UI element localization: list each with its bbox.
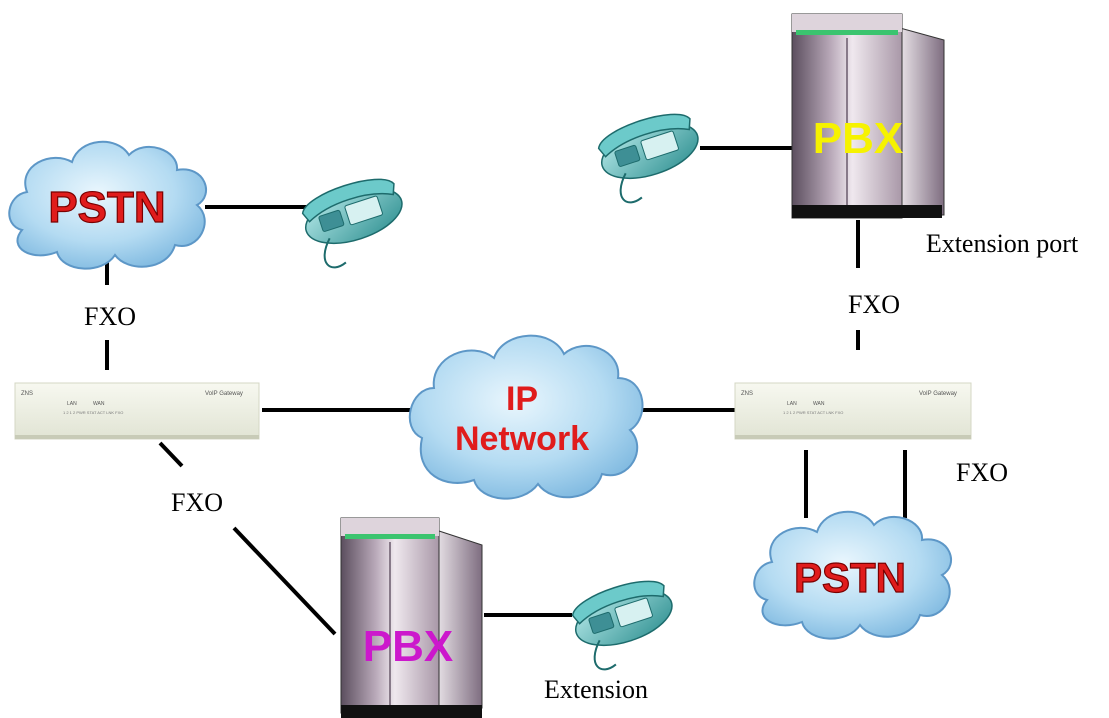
phone-icon [301, 178, 403, 269]
ip-network-label-line1: IP [506, 380, 538, 418]
pbx-top-side-panel [899, 27, 945, 216]
phone-icon [571, 580, 673, 671]
pstn-left-cloud: PSTN [8, 140, 208, 270]
pstn-right-cloud-shape [753, 510, 953, 640]
fxo-label-left-top: FXO [84, 302, 136, 331]
pbx-top-label: PBX [813, 114, 903, 163]
gateway-left-model: VoIP Gateway [205, 391, 243, 397]
ip-network-cloud-shape [408, 334, 644, 500]
extension-port-label: Extension port [926, 229, 1079, 258]
pbx-bottom-header-strip [341, 518, 439, 536]
gateway-left-brand: ZNS [21, 391, 33, 397]
gateway-right-model: VoIP Gateway [919, 391, 957, 397]
pbx-bottom: PBX [340, 517, 483, 718]
pbx-bottom-base [341, 705, 482, 718]
gateway-left-bottom-edge [15, 435, 259, 439]
gateway-right-bottom-edge [735, 435, 971, 439]
gateway-right-brand: ZNS [741, 391, 753, 397]
pbx-top-header-strip [792, 14, 902, 32]
phone-icon [597, 113, 699, 204]
link-gateway-left-fxo-upper [158, 441, 184, 468]
gateway-left: ZNS VoIP Gateway LAN WAN 1 2 1 2 PWR STA… [14, 382, 260, 440]
pbx-bottom-side-panel [435, 529, 483, 709]
link-gateway-left-fxo-lower [232, 526, 337, 636]
gateway-left-port-b: WAN [93, 401, 105, 407]
pbx-bottom-label: PBX [363, 622, 453, 671]
gateway-left-led-row: 1 2 1 2 PWR STAT ACT LNK FXO [63, 410, 123, 415]
pstn-left-cloud-shape [8, 140, 208, 270]
gateway-right-port-b: WAN [813, 401, 825, 407]
gateway-left-body [14, 382, 260, 440]
pbx-top-base [792, 205, 942, 218]
gateway-left-port-a: LAN [67, 401, 77, 407]
pstn-right-label: PSTN [794, 554, 906, 601]
gateway-right-port-a: LAN [787, 401, 797, 407]
pbx-bottom-green-strip [345, 534, 435, 539]
gateway-right: ZNS VoIP Gateway LAN WAN 1 2 1 2 PWR STA… [734, 382, 972, 440]
gateway-right-led-row: 1 2 1 2 PWR STAT ACT LNK FXO [783, 410, 843, 415]
pbx-top: PBX [791, 13, 945, 219]
fxo-label-right-top: FXO [848, 290, 900, 319]
ip-network-cloud: IP Network [408, 334, 644, 500]
fxo-label-right-bottom: FXO [956, 458, 1008, 487]
extension-label: Extension [544, 675, 648, 704]
connection-lines [105, 146, 907, 636]
fxo-label-left-bottom: FXO [171, 488, 223, 517]
ip-network-label-line2: Network [455, 420, 589, 458]
pstn-right-cloud: PSTN [753, 510, 953, 640]
gateway-right-body [734, 382, 972, 440]
pstn-left-label: PSTN [48, 183, 165, 232]
pbx-top-green-strip [796, 30, 898, 35]
